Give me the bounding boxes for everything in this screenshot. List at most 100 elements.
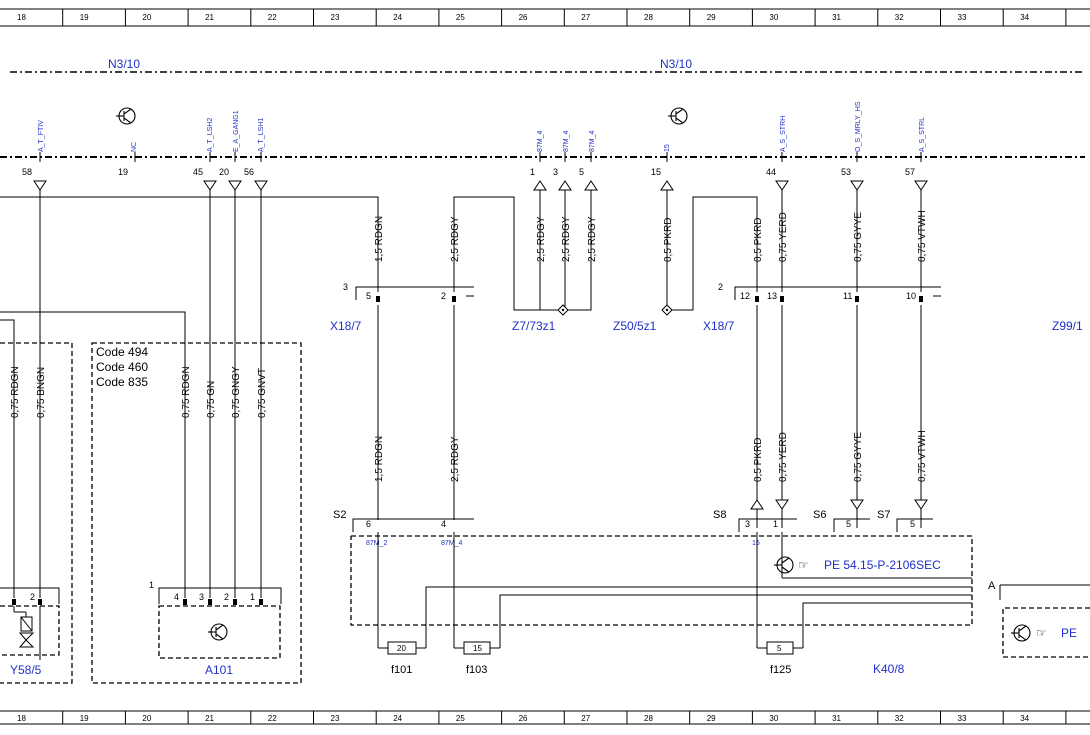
signal-o-s-mrly-hs: O_S_MRLY_HS (855, 101, 862, 152)
pin-3: 3 (553, 167, 558, 177)
ruler-bottom-label: 25 (456, 714, 465, 723)
pin-45: 45 (193, 167, 203, 177)
wire-label: 1,5 RDGN (374, 216, 385, 262)
k40-internal-wiring (377, 532, 1090, 655)
module-a101: A101 (205, 663, 233, 677)
ruler-bottom-label: 30 (769, 714, 778, 723)
pin-1: 1 (530, 167, 535, 177)
wire-label: 0,75 BNGN (36, 367, 47, 418)
signal-a-s-strh: A_S_STRH (780, 116, 787, 152)
switch-s2: S2 (333, 509, 346, 521)
ruler-top-label: 30 (769, 13, 778, 22)
ruler-top-label: 34 (1020, 13, 1029, 22)
signal-87m-a: 87M_4 (537, 130, 544, 152)
pin-57: 57 (905, 167, 915, 177)
s2-pin-4: 4 (441, 519, 446, 529)
connector-a-label: A (988, 580, 996, 592)
y58-module-box (0, 605, 60, 656)
pin-5: 5 (579, 167, 584, 177)
y58-pin-2: 2 (30, 592, 35, 602)
pe-reference-link[interactable]: PE 54.15-P-2106SEC (824, 558, 941, 572)
pin-arrows (33, 180, 928, 191)
cpin-5: 5 (366, 291, 371, 301)
right-module-box (1002, 607, 1090, 658)
s6-pin-5: 5 (846, 519, 851, 529)
ruler-bottom-label: 21 (205, 714, 214, 723)
wire-label: 0,75 GNGY (231, 366, 242, 418)
pin-53: 53 (841, 167, 851, 177)
pin-44: 44 (766, 167, 776, 177)
ruler-top-label: 24 (393, 13, 402, 22)
s2-pin-6: 6 (366, 519, 371, 529)
pe-reference-transistor-icon (1011, 624, 1031, 642)
y58-area-box (0, 342, 73, 684)
ruler-bottom-label: 22 (268, 714, 277, 723)
wire-label: 0,5 PKRD (663, 218, 674, 262)
fuse-f103-icon (463, 641, 491, 655)
ruler-top-label: 27 (581, 13, 590, 22)
connector-z50-5z1: Z50/5z1 (613, 319, 657, 333)
transistor-icon (668, 107, 688, 125)
wires-middle (377, 305, 922, 520)
wire-label: 0,5 PKRD (753, 218, 764, 262)
connector-x18-7-right: X18/7 (703, 319, 735, 333)
cpin-12: 12 (740, 291, 750, 301)
cpin-10: 10 (906, 291, 916, 301)
label-15: 15 (752, 540, 760, 547)
ruler-bottom-label: 27 (581, 714, 590, 723)
ruler-top-label: 26 (519, 13, 528, 22)
ruler-top-label: 23 (331, 13, 340, 22)
a101-transistor-icon (208, 623, 228, 641)
ruler-top-label: 28 (644, 13, 653, 22)
pointing-hand-icon: ☞ (798, 558, 809, 572)
connector-z7-73z1: Z7/73z1 (512, 319, 556, 333)
wire-label: 0,5 PKRD (753, 438, 764, 482)
a101-connector (158, 587, 282, 604)
s8-pin-3: 3 (745, 519, 750, 529)
a101-pin-1: 1 (250, 592, 255, 602)
wire-label: 0,75 YERD (778, 432, 789, 482)
fuse-f101-icon (387, 641, 417, 655)
ruler-top-label: 25 (456, 13, 465, 22)
fuse-f103-rating: 15 (473, 644, 482, 653)
ruler-bottom-label: 33 (958, 714, 967, 723)
wire-label: 0,75 YERD (778, 212, 789, 262)
ruler-bottom-label: 23 (331, 714, 340, 723)
ruler-top-label: 21 (205, 13, 214, 22)
connector-row-2: 2 (718, 282, 723, 292)
ruler-bottom-label: 26 (519, 714, 528, 723)
pe-reference-link-2[interactable]: PE (1061, 626, 1077, 640)
ruler-bottom-label: 29 (707, 714, 716, 723)
pin-19: 19 (118, 167, 128, 177)
fuse-f125-icon (766, 641, 794, 655)
signal-e-a-gang1: E_A_GANG1 (233, 110, 240, 152)
code-option-box (91, 342, 302, 684)
module-y58-5: Y58/5 (10, 663, 42, 677)
fuse-f101-rating: 20 (397, 644, 406, 653)
connector-row-3: 3 (343, 282, 348, 292)
code-460: Code 460 (96, 360, 148, 374)
pin-56: 56 (244, 167, 254, 177)
signal-a-s-strl: A_S_STRL (919, 117, 926, 152)
signal-a-t-ftiv: A_T_FTIV (38, 120, 45, 152)
signal-87m-b: 87M_4 (563, 130, 570, 152)
pin-15: 15 (651, 167, 661, 177)
pin-markers (12, 296, 923, 605)
signal-a-t-lsh1: A_T_LSH1 (258, 118, 265, 152)
wire-label: 0,75 RDGN (10, 366, 21, 418)
wire-label: 2,5 RDGY (561, 216, 572, 262)
pe-reference-transistor-icon (774, 556, 794, 574)
ruler-top-label: 20 (142, 13, 151, 22)
ruler-bottom-label: 32 (895, 714, 904, 723)
wire-label: 1,5 RDGN (374, 436, 385, 482)
ruler-top-label: 32 (895, 13, 904, 22)
fuse-f103: f103 (466, 664, 487, 676)
ruler-bottom-label: 24 (393, 714, 402, 723)
a101-pin-4: 4 (174, 592, 179, 602)
k40-8-module-box (350, 535, 973, 626)
wire-label: 2,5 RDGY (450, 436, 461, 482)
ruler-top-label: 18 (17, 13, 26, 22)
pin-58: 58 (22, 167, 32, 177)
